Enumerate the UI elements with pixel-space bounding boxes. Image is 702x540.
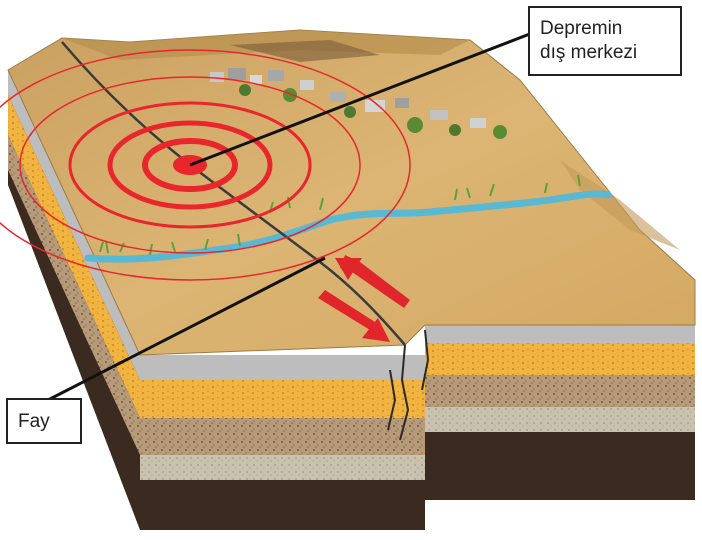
motion-arrows-icon (318, 255, 410, 342)
fault-line-icon (61, 41, 406, 346)
fault-label: Fay (6, 398, 82, 444)
epicenter-label-line2: dış merkezi (540, 42, 638, 63)
village-icon (210, 68, 507, 139)
fault-label-text: Fay (18, 411, 50, 432)
fault-leader-line (47, 256, 326, 402)
epicenter-label-line1: Depremin (540, 18, 623, 39)
epicenter-label: Depremin dış merkezi (528, 6, 682, 76)
left-block-side-face (8, 70, 140, 530)
riverside-grass (99, 174, 581, 256)
right-block-front-face (425, 325, 695, 500)
epicenter-rings-icon (0, 49, 411, 281)
fault-cracks (387, 329, 430, 441)
left-block-front-face (140, 355, 425, 530)
epicenter-leader-line (189, 28, 541, 167)
